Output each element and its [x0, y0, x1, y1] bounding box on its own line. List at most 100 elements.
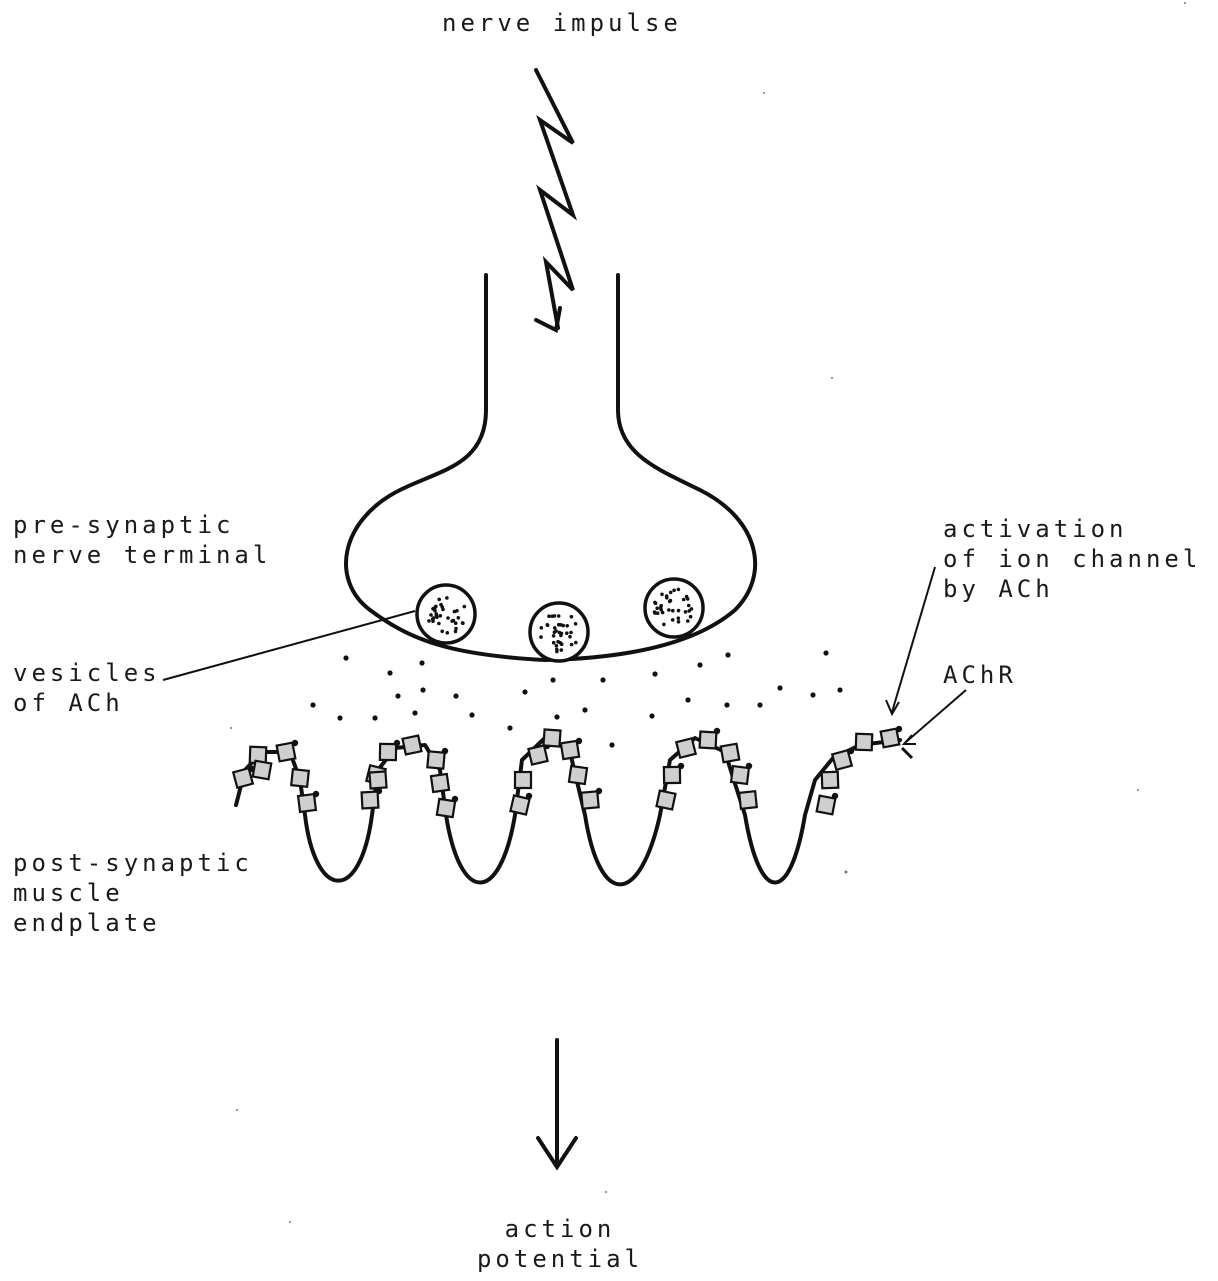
vesicle-content-dot [552, 641, 556, 645]
ach-molecule [757, 702, 762, 707]
vesicle-content-dot [540, 626, 544, 630]
vesicle-content-dot [454, 627, 458, 631]
ach-molecule [395, 693, 400, 698]
ach-molecule [419, 660, 424, 665]
vesicle-content-dot [689, 615, 693, 619]
vesicle-content-dot [671, 618, 675, 622]
achr-receptor [739, 791, 757, 809]
achr-receptor [561, 738, 582, 759]
vesicle-content-dot [557, 614, 561, 618]
action-potential-label: action potential [472, 1214, 648, 1274]
achr-receptor [431, 774, 449, 792]
vesicle-content-dot [682, 598, 686, 602]
ach-molecule [725, 652, 730, 657]
pre-synaptic-label: pre-synaptic nerve terminal [13, 510, 271, 570]
ach-molecule [649, 713, 654, 718]
vesicle-content-dot [653, 601, 657, 605]
activation-line-3: by ACh [943, 574, 1201, 604]
ach-molecule [609, 742, 614, 747]
vesicle-content-dot [555, 644, 559, 648]
ach-molecule [600, 677, 605, 682]
vesicle-content-dot [427, 619, 431, 623]
vesicle-content-dot [574, 641, 578, 645]
achr-receptor [362, 788, 383, 809]
pre-synaptic-line-2: nerve terminal [13, 540, 271, 570]
vesicle-content-dot [547, 614, 551, 618]
achr-receptor [253, 761, 272, 780]
vesicle-content-dot [555, 650, 559, 654]
achr-receptor [657, 791, 676, 810]
vesicles-pointer-line [163, 611, 415, 680]
vesicle-content-dot [677, 620, 681, 624]
post-synaptic-label: post-synaptic muscle endplate [13, 848, 253, 938]
vesicle-content-dot [574, 622, 578, 626]
achr-receptor [403, 736, 422, 755]
vesicle-content-dot [569, 631, 573, 635]
vesicle-content-dot [440, 630, 444, 634]
ach-molecule [823, 650, 828, 655]
ach-molecule [724, 702, 729, 707]
vesicle-content-dot [662, 623, 666, 627]
vesicle-content-dot [653, 610, 657, 614]
vesicle-content-dot [432, 616, 436, 620]
achr-receptor [731, 763, 752, 784]
vesicle-content-dot [446, 616, 450, 620]
achr-receptor [832, 748, 854, 770]
vesicle-content-dot [568, 635, 572, 639]
ach-molecule [550, 677, 555, 682]
vesicle-content-dot [433, 609, 437, 613]
vesicle-content-dot [437, 622, 441, 626]
achr-receptor [817, 793, 839, 815]
achr-text: AChR [943, 660, 1017, 690]
vesicle-content-dot [667, 608, 671, 612]
vesicle-content-dot [457, 616, 461, 620]
ach-molecule [337, 715, 342, 720]
activation-line-2: of ion channel [943, 544, 1201, 574]
vesicle-content-dot [439, 603, 443, 607]
vesicle-content-dot [559, 641, 563, 645]
vesicle-content-dot [559, 623, 563, 627]
ach-molecule [522, 689, 527, 694]
action-potential-line-1: action [472, 1214, 648, 1244]
achr-receptor [543, 729, 560, 746]
vesicle-content-dot [439, 614, 443, 618]
ach-molecule [469, 712, 474, 717]
activation-label: activation of ion channel by ACh [943, 514, 1201, 604]
vesicle-content-dot [558, 631, 562, 635]
vesicle-content-dot [665, 596, 669, 600]
vesicle-content-dot [455, 609, 459, 613]
vesicle-content-dot [553, 630, 557, 634]
nerve-impulse-text: nerve impulse [442, 8, 682, 38]
vesicle-content-dot [661, 611, 665, 615]
achr-receptor [700, 728, 721, 749]
achr-receptor [369, 771, 386, 788]
ach-molecule [412, 710, 417, 715]
ach-molecule [582, 707, 587, 712]
ach-molecule [554, 714, 559, 719]
ach-molecule [697, 662, 702, 667]
ach-molecule [507, 725, 512, 730]
vesicle-content-dot [450, 619, 454, 623]
vesicle [645, 579, 703, 637]
vesicle-content-dot [429, 613, 433, 617]
vesicle-content-dot [454, 621, 458, 625]
activation-line-1: activation [943, 514, 1201, 544]
achr-receptor [569, 766, 587, 784]
achr-receptor [427, 748, 448, 769]
achr-receptor [380, 740, 400, 760]
ach-molecule [420, 687, 425, 692]
vesicle-content-dot [445, 596, 449, 600]
vesicle-content-dot [570, 643, 574, 647]
vesicle-content-dot [669, 599, 673, 603]
ach-molecule [777, 685, 782, 690]
vesicle-content-dot [655, 606, 659, 610]
vesicles-line-1: vesicles [13, 658, 161, 688]
achr-tick [902, 748, 912, 758]
achr-label: AChR [943, 660, 1017, 690]
nerve-impulse-arrow [536, 70, 573, 330]
vesicle-content-dot [565, 624, 569, 628]
vesicle-content-dot [539, 635, 543, 639]
vesicle-content-dot [677, 616, 681, 620]
vesicles-line-2: of ACh [13, 688, 161, 718]
